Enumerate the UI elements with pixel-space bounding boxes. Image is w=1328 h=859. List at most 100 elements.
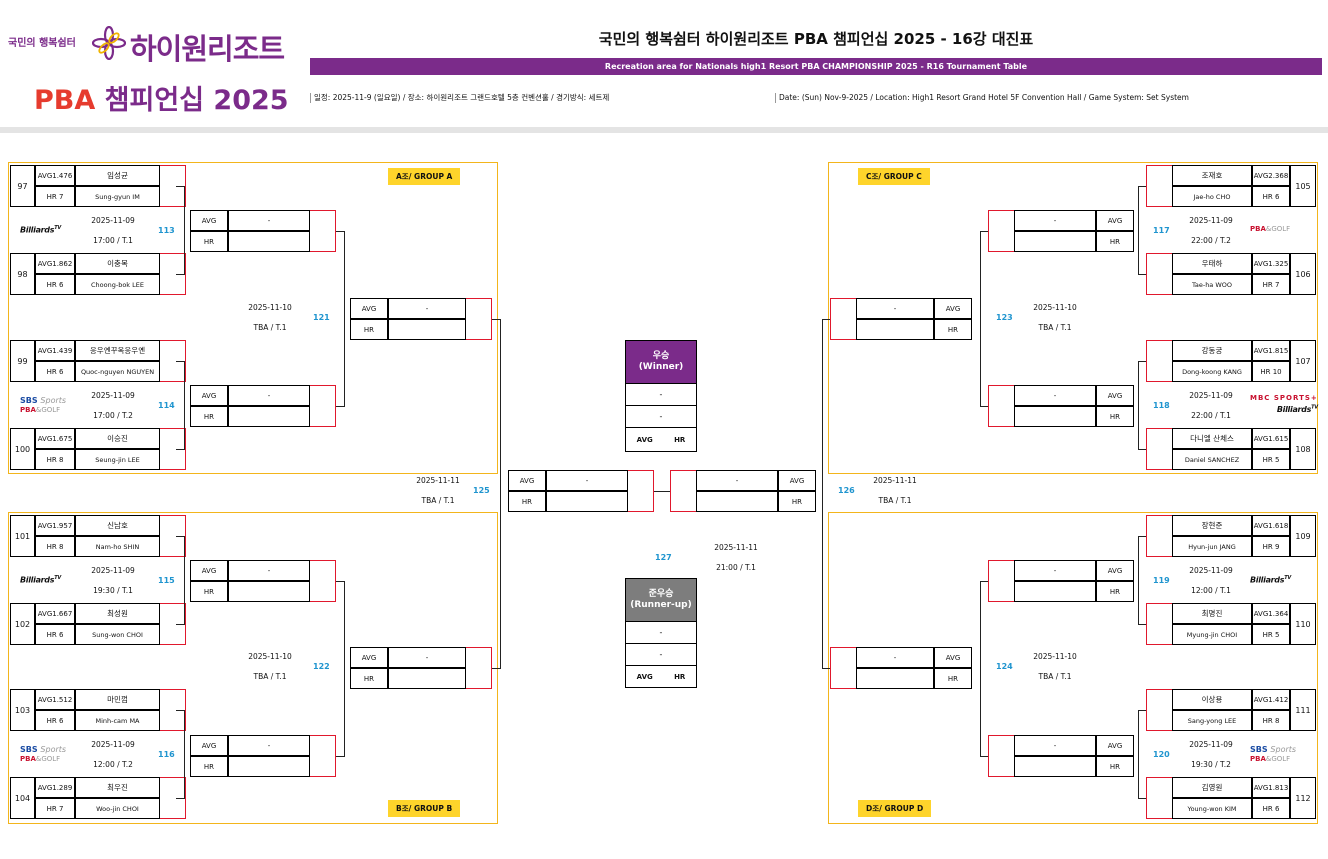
connector-line xyxy=(1138,361,1146,362)
match-time: TBA / T.1 xyxy=(1038,323,1072,332)
header-divider xyxy=(0,127,1328,133)
player-name-ko: 이승진 xyxy=(75,428,160,449)
result-slot xyxy=(310,735,336,777)
slot-hr: HR xyxy=(1096,231,1134,252)
seed-number: 110 xyxy=(1290,603,1316,645)
player-avg: AVG1.667 xyxy=(35,603,75,624)
connector-line xyxy=(500,319,501,669)
match-date: 2025-11-09 xyxy=(91,566,135,575)
seed-number: 104 xyxy=(10,777,35,819)
match-date: 2025-11-10 xyxy=(1033,303,1077,312)
player-name-ko: 김영원 xyxy=(1172,777,1252,798)
seed-number: 106 xyxy=(1290,253,1316,295)
player-avg: AVG1.957 xyxy=(35,515,75,536)
match-date: 2025-11-09 xyxy=(1189,740,1233,749)
runner-up-hr: HR xyxy=(674,672,686,681)
slot-name: - xyxy=(388,647,466,668)
match-date: 2025-11-09 xyxy=(91,740,135,749)
billiards-tv-logo: BilliardsTV xyxy=(1250,575,1291,585)
slot-name-en xyxy=(1014,756,1096,777)
player-hr: HR 6 xyxy=(35,361,75,382)
slot-name: - xyxy=(228,560,310,581)
result-slot xyxy=(466,298,492,340)
result-slot xyxy=(1146,340,1172,382)
match-date: 2025-11-10 xyxy=(1033,652,1077,661)
slot-avg: AVG xyxy=(934,647,972,668)
player-hr: HR 6 xyxy=(35,274,75,295)
player-name-en: Hyun-jun JANG xyxy=(1172,536,1252,557)
connector-line xyxy=(1138,536,1146,537)
player-avg: AVG1.813 xyxy=(1252,777,1290,798)
result-slot xyxy=(160,165,186,207)
result-slot xyxy=(310,385,336,427)
info-english: Date: (Sun) Nov-9-2025 / Location: High1… xyxy=(775,93,1189,103)
pba-golf-logo: PBA&GOLF xyxy=(1250,225,1291,233)
connector-line xyxy=(336,581,344,582)
connector-line xyxy=(184,361,185,450)
slot-name-en xyxy=(388,668,466,689)
connector-line xyxy=(1138,710,1139,799)
slot-name: - xyxy=(228,735,310,756)
match-time: TBA / T.1 xyxy=(1038,672,1072,681)
connector-line xyxy=(176,710,184,711)
player-avg: AVG1.476 xyxy=(35,165,75,186)
player-hr: HR 5 xyxy=(1252,449,1290,470)
match-date: 2025-11-11 xyxy=(873,476,917,485)
player-hr: HR 7 xyxy=(1252,274,1290,295)
result-slot xyxy=(1146,515,1172,557)
player-avg: AVG1.618 xyxy=(1252,515,1290,536)
winner-label: 우승 (Winner) xyxy=(626,341,696,383)
match-number: 114 xyxy=(158,401,175,410)
match-date: 2025-11-11 xyxy=(714,543,758,552)
connector-line xyxy=(1138,186,1139,275)
connector-line xyxy=(980,581,981,757)
slot-name: - xyxy=(546,470,628,491)
connector-line xyxy=(344,231,345,407)
mbc-sports-logo: MBC SPORTS+BilliardsTV xyxy=(1250,394,1318,414)
page-title: 국민의 행복쉼터 하이원리조트 PBA 챔피언십 2025 - 16강 대진표 xyxy=(598,30,1034,48)
player-hr: HR 5 xyxy=(1252,624,1290,645)
player-hr: HR 6 xyxy=(1252,186,1290,207)
player-name-en: Choong-bok LEE xyxy=(75,274,160,295)
connector-line xyxy=(176,449,184,450)
player-hr: HR 7 xyxy=(35,798,75,819)
match-time: 19:30 / T.2 xyxy=(1191,760,1231,769)
slot-name: - xyxy=(228,210,310,231)
connector-line xyxy=(1138,536,1139,625)
slot-hr: HR xyxy=(934,668,972,689)
slot-hr: HR xyxy=(778,491,816,512)
slot-avg: AVG xyxy=(1096,735,1134,756)
match-number: 117 xyxy=(1153,226,1170,235)
connector-line xyxy=(492,668,500,669)
result-slot xyxy=(1146,253,1172,295)
flower-logo-icon xyxy=(92,26,126,60)
slot-avg: AVG xyxy=(190,210,228,231)
match-time: 17:00 / T.1 xyxy=(93,236,133,245)
connector-line xyxy=(492,319,500,320)
seed-number: 99 xyxy=(10,340,35,382)
result-slot xyxy=(1146,777,1172,819)
player-name-ko: 최성원 xyxy=(75,603,160,624)
slot-name: - xyxy=(856,298,934,319)
match-number: 113 xyxy=(158,226,175,235)
connector-line xyxy=(184,186,185,275)
seed-number: 98 xyxy=(10,253,35,295)
player-name-ko: 우태하 xyxy=(1172,253,1252,274)
player-name-en: Woo-jin CHOI xyxy=(75,798,160,819)
slot-avg: AVG xyxy=(1096,210,1134,231)
match-number: 120 xyxy=(1153,750,1170,759)
slot-name-en xyxy=(228,231,310,252)
result-slot xyxy=(1146,428,1172,470)
runner-up-avg: AVG xyxy=(636,672,653,681)
player-name-en: Sung-won CHOI xyxy=(75,624,160,645)
connector-line xyxy=(176,274,184,275)
slot-avg: AVG xyxy=(350,298,388,319)
player-avg: AVG1.289 xyxy=(35,777,75,798)
player-name-en: Nam-ho SHIN xyxy=(75,536,160,557)
match-number: 125 xyxy=(473,486,490,495)
result-slot xyxy=(988,385,1014,427)
result-slot xyxy=(830,298,856,340)
slot-name: - xyxy=(1014,735,1096,756)
